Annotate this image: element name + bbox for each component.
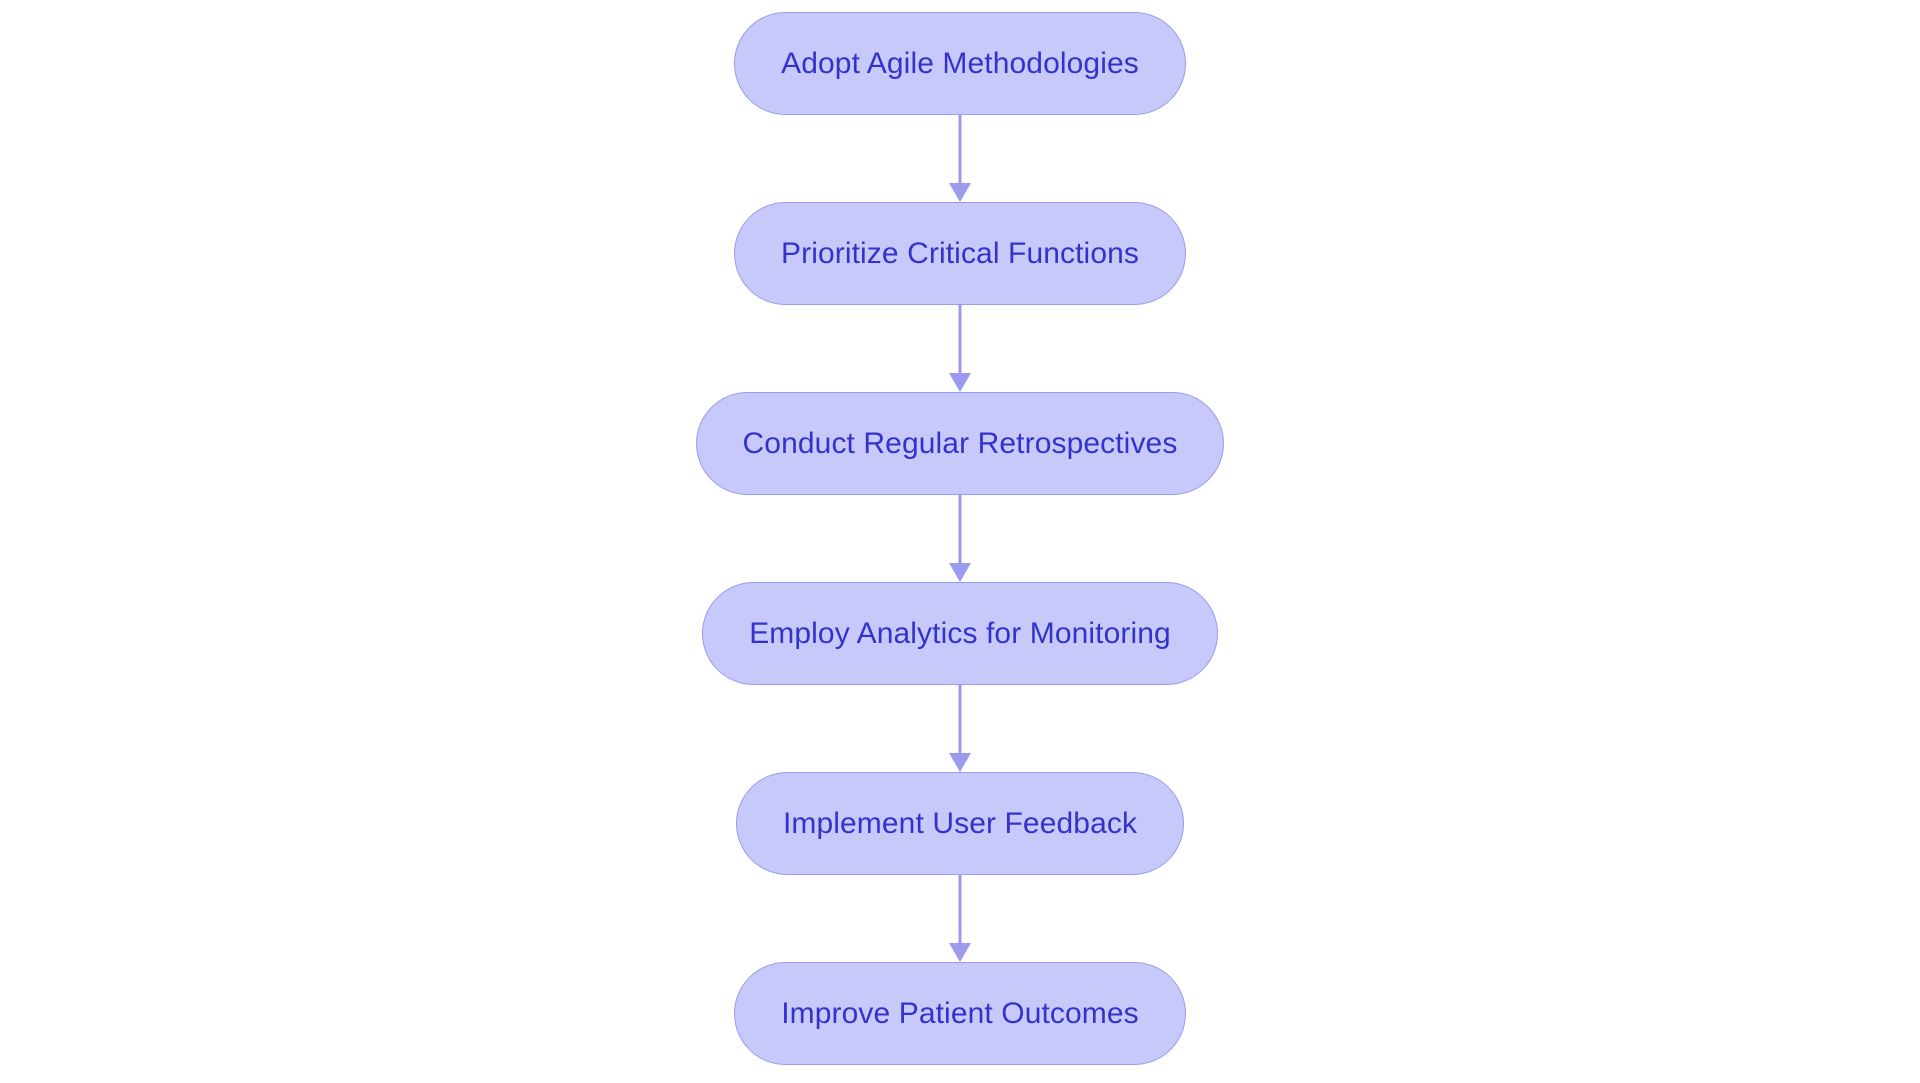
down-arrow-icon	[949, 373, 971, 392]
down-arrow-icon	[949, 753, 971, 772]
flow-node-label: Improve Patient Outcomes	[781, 996, 1139, 1030]
flow-node-label: Adopt Agile Methodologies	[781, 46, 1139, 80]
flow-node-improve-patient-outcomes[interactable]: Improve Patient Outcomes	[734, 962, 1186, 1065]
down-arrow-icon	[949, 183, 971, 202]
edge-line	[958, 685, 962, 755]
flow-node-implement-user-feedback[interactable]: Implement User Feedback	[735, 772, 1185, 875]
flow-edge-n2-to-n3	[947, 305, 973, 392]
flow-node-label: Employ Analytics for Monitoring	[749, 616, 1171, 650]
flow-node-conduct-regular-retrospectives[interactable]: Conduct Regular Retrospectives	[695, 392, 1225, 495]
down-arrow-icon	[949, 563, 971, 582]
flow-node-label: Conduct Regular Retrospectives	[742, 426, 1178, 460]
flow-edge-n3-to-n4	[947, 495, 973, 582]
edge-line	[958, 305, 962, 375]
flow-node-employ-analytics-for-monitoring[interactable]: Employ Analytics for Monitoring	[702, 582, 1218, 685]
edge-line	[958, 115, 962, 185]
flow-edge-n1-to-n2	[947, 115, 973, 202]
flow-node-adopt-agile-methodologies[interactable]: Adopt Agile Methodologies	[734, 12, 1186, 115]
edge-line	[958, 495, 962, 565]
flow-node-label: Prioritize Critical Functions	[781, 236, 1139, 270]
top-spacer	[960, 0, 961, 12]
flow-node-prioritize-critical-functions[interactable]: Prioritize Critical Functions	[734, 202, 1186, 305]
flow-edge-n4-to-n5	[947, 685, 973, 772]
edge-line	[958, 875, 962, 945]
flow-node-label: Implement User Feedback	[782, 806, 1138, 840]
flow-edge-n5-to-n6	[947, 875, 973, 962]
down-arrow-icon	[949, 943, 971, 962]
